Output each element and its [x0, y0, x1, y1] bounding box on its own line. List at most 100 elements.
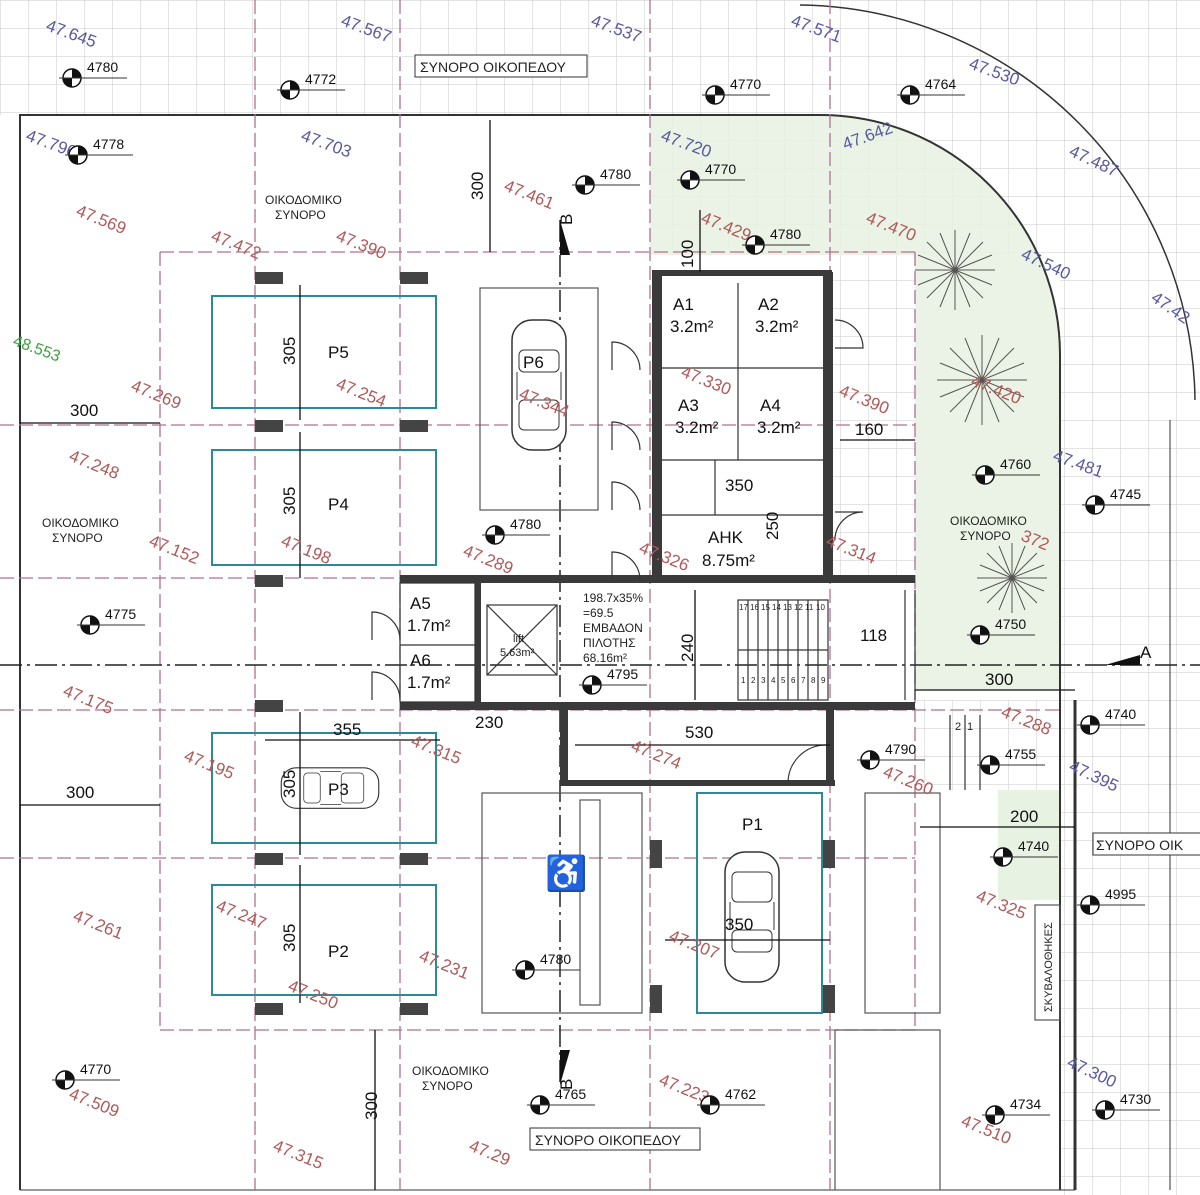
storage-room-area: 1.7m²	[407, 616, 451, 635]
refuse-store-label: ΣΚΥΒΑΛΟΘΗΚΕΣ	[1043, 922, 1055, 1012]
storage-room-name: A4	[760, 396, 781, 415]
section-arrows	[560, 220, 1140, 1085]
spot-level-label: 4755	[1005, 746, 1036, 762]
accessible-parking-icon: ♿	[545, 854, 587, 893]
parking-space-label: P2	[328, 942, 349, 961]
landscaped-area	[650, 115, 1060, 690]
pilotis-area-note: =69.5	[583, 606, 614, 620]
spot-level-label: 4762	[725, 1086, 756, 1102]
stair-step-number: 3	[761, 676, 766, 685]
spot-level-label: 4734	[1010, 1096, 1041, 1112]
green-elevation: 48.553	[11, 333, 63, 366]
proposed-elevation: 47.274	[629, 736, 684, 773]
proposed-elevation: 47.248	[67, 446, 122, 483]
tree-icons	[915, 230, 1047, 613]
spot-level-label: 4730	[1120, 1091, 1151, 1107]
pilotis-area-note: ΠΙΛΟΤΗΣ	[583, 636, 636, 650]
stair-step-number: 6	[791, 676, 796, 685]
storage-room-name: A6	[410, 651, 431, 670]
building-line-label: ΣΥΝΟΡΟ	[275, 208, 326, 222]
proposed-elevation: 47.247	[214, 896, 269, 933]
existing-elevation: 47.703	[299, 126, 354, 162]
paved-grid-right	[1060, 115, 1200, 1195]
dimension-label: 230	[475, 713, 503, 732]
spot-level-label: 4765	[555, 1086, 586, 1102]
dimension-label: 118	[860, 626, 887, 645]
stair-step-number: 12	[794, 603, 803, 612]
spot-level-label: 4772	[305, 71, 336, 87]
proposed-elevation: 47.231	[417, 946, 472, 983]
dimension-label: 305	[280, 487, 299, 515]
storage-room-name: A2	[758, 295, 779, 314]
dimension-label: 305	[280, 770, 299, 798]
stair-step-number: 7	[801, 676, 806, 685]
dimension-label: 300	[66, 783, 94, 802]
pilotis-area-note: 198.7x35%	[583, 591, 643, 605]
section-mark-a: A	[1140, 643, 1152, 662]
stair-step-number: 14	[772, 603, 781, 612]
walls	[400, 270, 915, 786]
stair-step-number: 9	[821, 676, 826, 685]
parking-space-label: P4	[328, 495, 349, 514]
spot-level-label: 4778	[93, 136, 124, 152]
parking-space-label: P1	[742, 815, 763, 834]
parking-space-label: P5	[328, 343, 349, 362]
stair-step-number: 16	[750, 603, 759, 612]
proposed-elevation: 47.250	[286, 976, 341, 1013]
plot-boundary-label-box-right	[1092, 832, 1200, 856]
stair-step-number: 4	[771, 676, 776, 685]
dimension-label: 250	[763, 512, 782, 540]
spot-level-label: 4780	[600, 166, 631, 182]
dimension-label: 300	[985, 670, 1013, 689]
dimension-label: 300	[362, 1092, 381, 1120]
dimension-label: 350	[725, 476, 753, 495]
paved-grid-top	[0, 0, 1200, 115]
stair-step-number: 1	[967, 721, 973, 733]
building-line-label: ΣΥΝΟΡΟ	[960, 529, 1011, 543]
dimension-label: 300	[468, 172, 487, 200]
ahk-room-name: AHK	[708, 528, 744, 547]
spot-level-label: 4795	[607, 666, 638, 682]
paved-grid-entry	[915, 700, 1060, 790]
dimension-label: 305	[280, 924, 299, 952]
spot-level-label: 4740	[1105, 706, 1136, 722]
stair-step-number: 2	[955, 721, 961, 733]
proposed-elevation: 47.390	[334, 226, 389, 263]
building-line-label: ΣΥΝΟΡΟ	[52, 531, 103, 545]
lift-area: 5.63m²	[500, 647, 535, 659]
parking-bays	[211, 295, 823, 1014]
proposed-elevation: 47.195	[182, 746, 237, 783]
building-line-label: ΟΙΚΟΔΟΜΙΚΟ	[412, 1064, 489, 1078]
building-line-label: ΟΙΚΟΔΟΜΙΚΟ	[265, 193, 342, 207]
spot-level-label: 4764	[925, 76, 956, 92]
stair-step-number: 8	[811, 676, 816, 685]
dimension-label: 200	[1010, 807, 1038, 826]
proposed-elevation: 47.207	[667, 926, 722, 963]
spot-level-label: 4775	[105, 606, 136, 622]
spot-level-label: 4745	[1110, 486, 1141, 502]
proposed-elevation: 47.254	[334, 374, 389, 411]
stair-step-number: 10	[816, 603, 825, 612]
dimension-label: 305	[280, 337, 299, 365]
plot-boundary	[19, 4, 1196, 1191]
storage-room-area: 3.2m²	[675, 418, 719, 437]
storage-room-area: 3.2m²	[755, 317, 799, 336]
proposed-elevation: 47.289	[461, 541, 516, 578]
storage-room-name: A1	[673, 295, 694, 314]
dimension-lines	[20, 120, 1075, 1190]
spot-level-label: 4770	[705, 161, 736, 177]
bay-outlines	[479, 287, 1061, 1191]
spot-level-label: 4780	[770, 226, 801, 242]
spot-level-label: 4780	[540, 951, 571, 967]
proposed-elevation: 47.315	[271, 1136, 326, 1173]
storage-room-area: 3.2m²	[757, 418, 801, 437]
dimension-label: 100	[678, 240, 697, 268]
section-mark-b: B	[557, 1079, 576, 1090]
spot-level-label: 4770	[80, 1061, 111, 1077]
proposed-elevation: 47.569	[74, 201, 129, 238]
stair-step-number: 13	[783, 603, 792, 612]
spot-level-label: 4760	[1000, 456, 1031, 472]
dimension-label: 350	[725, 915, 753, 934]
section-mark-b: B	[557, 214, 576, 225]
